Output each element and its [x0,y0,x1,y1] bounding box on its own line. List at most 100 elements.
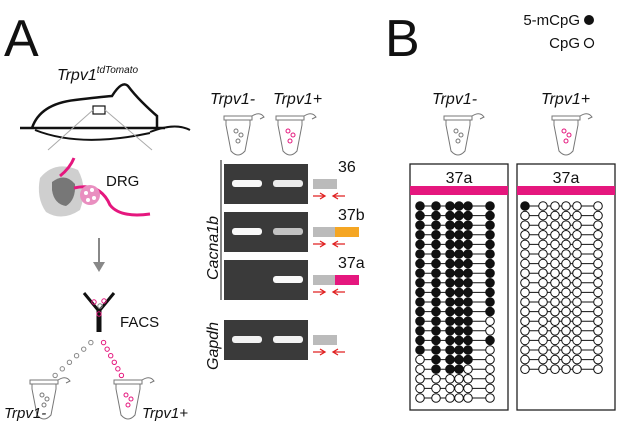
unmethylated-cpg [520,258,530,269]
unmethylated-cpg [538,268,548,279]
tube-pos-label: Trpv1+ [142,405,188,422]
b-neg-exon-bar [410,186,508,195]
b-pos-exon-label: 37a [553,170,580,187]
methylated-cpg [454,268,464,279]
unmethylated-cpg [572,278,582,288]
b-neg-exon-label: 37a [446,170,473,187]
exon-gapdh-box [313,335,337,345]
unmethylated-cpg [431,393,441,403]
unmethylated-cpg [520,249,530,259]
cell-dot-neg [88,339,94,346]
unmethylated-cpg [593,345,603,355]
unmethylated-cpg [572,201,582,211]
unmethylated-cpg [538,316,548,327]
unmethylated-cpg [538,258,548,269]
unmethylated-cpg [485,374,495,384]
methylated-cpg [431,210,441,221]
methylated-cpg [454,354,464,365]
unmethylated-cpg [593,268,603,279]
methylated-cpg [485,220,495,230]
unmethylated-cpg [538,239,548,250]
methylated-cpg [445,335,455,346]
unmethylated-cpg [454,383,464,394]
unmethylated-cpg [561,210,571,221]
methylated-cpg [485,249,495,259]
methylated-cpg [454,230,464,240]
unmethylated-cpg [538,287,548,298]
exon-flank-box [313,275,335,285]
unmethylated-cpg [550,258,560,269]
unmethylated-cpg [572,345,582,355]
unmethylated-cpg [538,249,548,259]
methylated-cpg [485,268,495,279]
methylated-cpg [463,201,473,211]
methylated-cpg [463,239,473,250]
unmethylated-cpg [561,364,571,375]
unmethylated-cpg [463,374,473,384]
methylated-cpg [463,220,473,230]
methylated-cpg [415,258,425,269]
unmethylated-cpg [572,230,582,240]
unmethylated-cpg [538,306,548,317]
methylated-cpg [445,258,455,269]
unmethylated-cpg [561,239,571,250]
unmethylated-cpg [572,239,582,250]
unmethylated-cpg [593,354,603,365]
methylated-cpg [431,220,441,230]
unmethylated-cpg [415,383,425,394]
unmethylated-cpg [550,201,560,211]
primer-reverse-icon [331,288,345,296]
gel-tube-neg-icon [223,113,265,156]
unmethylated-cpg [593,258,603,269]
unmethylated-cpg [550,345,560,355]
methylated-cpg [485,210,495,221]
b-tube-neg-icon [443,113,485,156]
unmethylated-cpg [520,230,530,240]
methylated-cpg [454,287,464,298]
unmethylated-cpg [572,210,582,221]
primer-reverse-icon [331,192,345,200]
methylated-cpg [463,345,473,355]
methylated-cpg [415,220,425,230]
exon-label: 37a [338,255,365,272]
exon-label: 37b [338,207,365,224]
unmethylated-cpg [593,287,603,298]
unmethylated-cpg [520,287,530,298]
unmethylated-cpg [538,230,548,240]
b-tube-pos-icon [551,113,593,156]
methylated-cpg [463,230,473,240]
methylated-cpg [445,230,455,240]
unmethylated-cpg [572,306,582,317]
unmethylated-cpg [415,354,425,365]
unmethylated-cpg [445,374,455,384]
methylated-cpg [415,297,425,307]
gel-band [273,336,303,343]
methylated-cpg [445,316,455,327]
unmethylated-cpg [538,335,548,346]
unmethylated-cpg [538,345,548,355]
unmethylated-cpg [561,316,571,327]
unmethylated-cpg [550,230,560,240]
unmethylated-cpg [485,354,495,365]
methylated-cpg [445,287,455,298]
gel-band [232,336,262,343]
unmethylated-cpg [593,201,603,211]
methylated-cpg [445,239,455,250]
unmethylated-cpg [520,306,530,317]
methylated-cpg [415,316,425,327]
gel-pos-label: Trpv1+ [273,91,322,108]
unmethylated-cpg [561,354,571,365]
methylated-cpg [454,278,464,288]
unmethylated-cpg [561,287,571,298]
unmethylated-cpg [561,345,571,355]
tube-neg-icon [29,377,71,420]
unmethylated-cpg [520,210,530,221]
unmethylated-cpg [454,374,464,384]
methylated-cpg [485,287,495,298]
cell-dot-pos [104,346,110,352]
exon-36-box [313,179,337,189]
unmethylated-cpg [550,239,560,250]
methylated-cpg [454,345,464,355]
unmethylated-cpg [572,287,582,298]
